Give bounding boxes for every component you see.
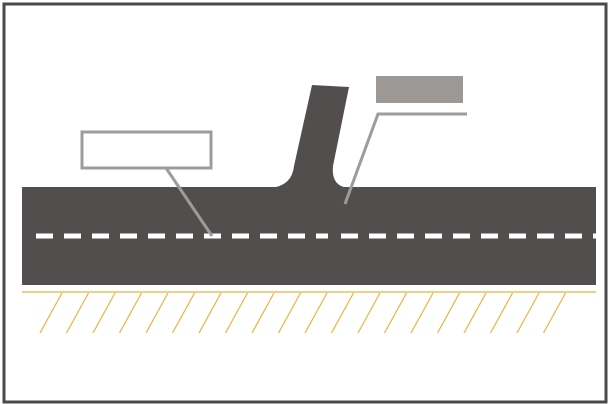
hatch-line [542,292,567,334]
hatch-line [516,292,540,334]
callout-right-box [376,76,463,103]
hatch-line [145,292,169,334]
hatch-line [251,292,275,334]
hatch-line [92,292,116,334]
hatch-line [410,292,434,334]
hatch-line [198,292,222,334]
main-road [22,187,596,285]
callout-right [343,76,467,205]
hatch-line [304,292,328,334]
hatch-line [118,292,143,334]
hatch-line [489,292,514,334]
hatch-line [65,292,90,334]
hatch-line [357,292,381,334]
callout-left [80,130,214,237]
callout-right-leader [343,112,467,205]
hatch-line [463,292,487,334]
callout-left-box [80,130,213,170]
hatch-area [39,292,567,334]
hatch-line [224,292,249,334]
callout-left-leader [164,167,214,237]
hatch-line [383,292,408,334]
hatch-line [330,292,355,334]
hatch-line [39,292,63,334]
side-road [270,85,349,188]
hatch-line [436,292,461,334]
hatch-line [277,292,302,334]
hatch-line [171,292,196,334]
